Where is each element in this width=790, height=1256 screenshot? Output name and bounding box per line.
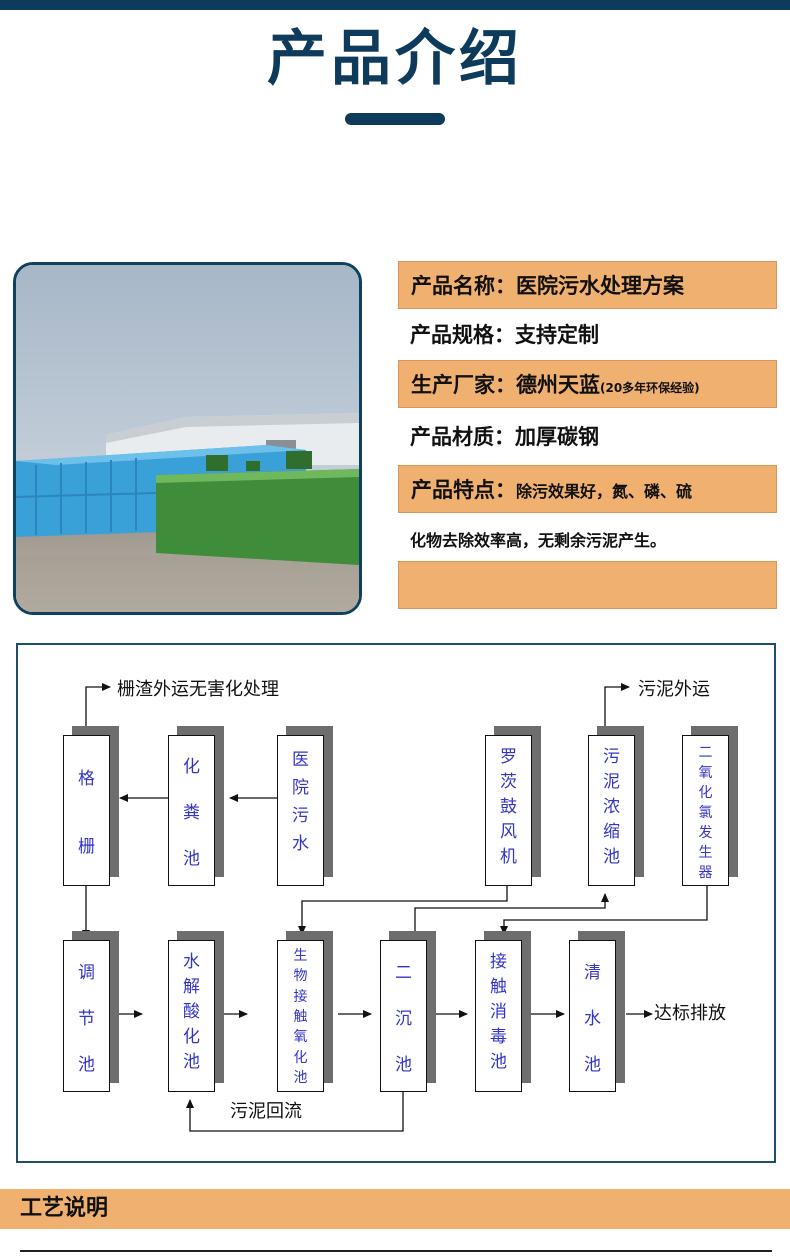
arrow-blower-to-bio bbox=[298, 886, 508, 935]
label-sludge-out: 污泥外运 bbox=[638, 679, 710, 700]
box-thickener-char: 池 bbox=[603, 847, 620, 867]
box-clear-char: 池 bbox=[584, 1054, 601, 1075]
feature-continued: 化物去除效率高，无剩余污泥产生。 bbox=[410, 531, 667, 550]
box-disinfection-char: 池 bbox=[490, 1052, 507, 1072]
box-clear-water-tank: 清 水 池 bbox=[569, 940, 616, 1092]
arrow-thickener-to-sludge-out bbox=[604, 683, 630, 735]
box-thickener-char: 浓 bbox=[603, 797, 620, 817]
feature-label: 产品特点： bbox=[411, 478, 516, 502]
box-bio-contact-oxidation: 生 物 接 触 氧 化 池 bbox=[277, 940, 324, 1092]
title-underline bbox=[345, 113, 445, 125]
box-hospital-char: 医 bbox=[292, 750, 309, 771]
box-chlorine-char: 化 bbox=[698, 785, 713, 801]
box-chlorine-char: 发 bbox=[698, 825, 713, 841]
box-roots-blower: 罗 茨 鼓 风 机 bbox=[485, 735, 532, 886]
product-name-row: 产品名称：医院污水处理方案 bbox=[398, 261, 777, 309]
arrow-chlorine-to-disinfection bbox=[500, 886, 708, 935]
box-hydrolysis-acidification: 水 解 酸 化 池 bbox=[168, 940, 215, 1092]
box-secondary-settling: 二 沉 池 bbox=[380, 940, 427, 1092]
box-septic-tank: 化 粪 池 bbox=[168, 735, 215, 886]
box-bio-char: 化 bbox=[293, 1049, 308, 1066]
box-blower-char: 罗 bbox=[500, 747, 517, 767]
section-title: 工艺说明 bbox=[20, 1196, 109, 1221]
box-contact-disinfection: 接 触 消 毒 池 bbox=[475, 940, 522, 1092]
box-disinfection-char: 触 bbox=[490, 977, 507, 997]
box-regulating-char: 节 bbox=[78, 1008, 95, 1029]
manufacturer-note: (20多年环保经验) bbox=[600, 381, 700, 395]
process-flowchart: 栅渣外运无害化处理 污泥外运 达标排放 污泥回流 格 栅 化 粪 池 医 院 污… bbox=[16, 643, 776, 1163]
box-disinfection-char: 消 bbox=[490, 1002, 507, 1022]
box-bio-char: 接 bbox=[293, 988, 308, 1005]
arrow-settling-to-thickener bbox=[414, 893, 609, 940]
box-blower-char: 机 bbox=[500, 847, 517, 867]
box-clear-char: 清 bbox=[584, 962, 601, 983]
box-thickener-char: 污 bbox=[603, 747, 620, 767]
box-septic-char: 化 bbox=[183, 757, 200, 778]
box-blower-char: 茨 bbox=[500, 772, 517, 792]
box-regulating-tank: 调 节 池 bbox=[63, 940, 110, 1092]
box-hydrolysis-char: 水 bbox=[183, 952, 200, 972]
box-grille-char: 格 bbox=[78, 768, 95, 789]
section-bar bbox=[0, 1189, 790, 1229]
box-blower-char: 风 bbox=[500, 822, 517, 842]
box-regulating-char: 池 bbox=[78, 1054, 95, 1075]
box-hydrolysis-char: 化 bbox=[183, 1027, 200, 1047]
box-septic-char: 粪 bbox=[183, 802, 200, 823]
flow-connectors bbox=[82, 683, 708, 1132]
top-bar bbox=[0, 0, 790, 10]
feature-row: 产品特点：除污效果好，氮、磷、硫 bbox=[398, 465, 777, 513]
box-disinfection-char: 接 bbox=[490, 952, 507, 972]
box-septic-char: 池 bbox=[183, 848, 200, 869]
box-clear-char: 水 bbox=[584, 1008, 601, 1029]
box-chlorine-char: 二 bbox=[698, 745, 713, 761]
bottom-divider bbox=[20, 1250, 772, 1256]
box-bio-char: 生 bbox=[293, 948, 308, 965]
box-chlorine-char: 氧 bbox=[698, 765, 713, 781]
page-title: 产品介绍 bbox=[267, 24, 523, 94]
box-bio-char: 物 bbox=[293, 968, 308, 985]
box-hydrolysis-char: 解 bbox=[183, 977, 200, 997]
empty-info-row bbox=[398, 561, 777, 609]
box-regulating-char: 调 bbox=[78, 962, 95, 983]
box-hydrolysis-char: 池 bbox=[183, 1052, 200, 1072]
product-spec-row: 产品规格：支持定制 bbox=[410, 323, 599, 347]
feature-text: 除污效果好，氮、磷、硫 bbox=[516, 482, 693, 501]
box-disinfection-char: 毒 bbox=[490, 1027, 507, 1047]
box-hospital-char: 水 bbox=[292, 833, 309, 854]
label-screen-residue: 栅渣外运无害化处理 bbox=[117, 679, 279, 700]
box-settling-char: 二 bbox=[395, 962, 412, 983]
box-thickener-char: 泥 bbox=[603, 772, 620, 792]
box-grille-char: 栅 bbox=[78, 837, 95, 858]
product-photo bbox=[13, 262, 362, 615]
box-sludge-thickener: 污 泥 浓 缩 池 bbox=[588, 735, 635, 886]
box-chlorine-char: 氯 bbox=[698, 805, 713, 821]
box-settling-char: 沉 bbox=[395, 1008, 412, 1029]
material-row: 产品材质：加厚碳钢 bbox=[410, 425, 599, 449]
arrow-sludge-return bbox=[186, 1092, 404, 1132]
box-grille: 格 栅 bbox=[63, 735, 110, 886]
box-settling-char: 池 bbox=[395, 1054, 412, 1075]
label-sludge-return: 污泥回流 bbox=[230, 1101, 302, 1122]
box-thickener-char: 缩 bbox=[603, 822, 620, 842]
box-hospital-char: 污 bbox=[292, 805, 309, 826]
box-bio-char: 触 bbox=[293, 1008, 308, 1025]
box-bio-char: 氧 bbox=[293, 1029, 308, 1046]
box-chlorine-dioxide-generator: 二 氧 化 氯 发 生 器 bbox=[682, 735, 729, 886]
arrow-grille-to-residue bbox=[85, 683, 111, 735]
box-hospital-char: 院 bbox=[292, 778, 309, 799]
label-discharge: 达标排放 bbox=[654, 1003, 726, 1024]
manufacturer-text: 生产厂家：德州天蓝 bbox=[411, 373, 600, 397]
box-blower-char: 鼓 bbox=[500, 797, 517, 817]
box-chlorine-char: 生 bbox=[698, 845, 713, 861]
box-hospital-wastewater: 医 院 污 水 bbox=[277, 735, 324, 886]
manufacturer-row: 生产厂家：德州天蓝(20多年环保经验) bbox=[398, 360, 777, 408]
box-chlorine-char: 器 bbox=[698, 865, 713, 881]
box-bio-char: 池 bbox=[293, 1069, 308, 1086]
box-hydrolysis-char: 酸 bbox=[183, 1002, 200, 1022]
